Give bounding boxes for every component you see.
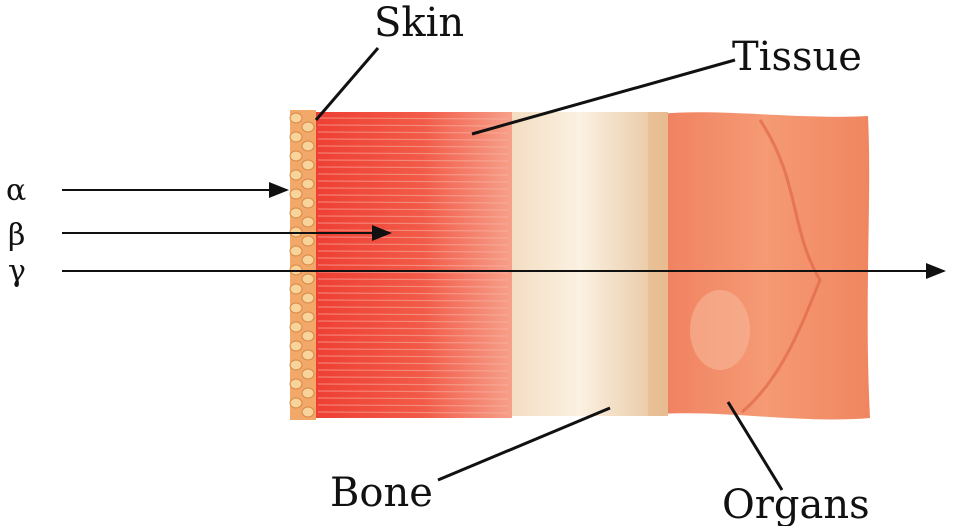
alpha-label: α (6, 173, 26, 208)
skin-leader-line (316, 48, 378, 120)
skin-label: Skin (374, 0, 464, 46)
beta-label: β (8, 218, 25, 253)
organs-layer (660, 112, 870, 419)
gamma-label: γ (8, 254, 26, 289)
skin-layer (290, 110, 316, 420)
organs-label: Organs (722, 482, 870, 526)
tissue-layer (312, 112, 512, 418)
bone-leader-line (438, 408, 610, 480)
bone-label: Bone (330, 470, 433, 516)
bone-layer (508, 112, 668, 416)
tissue-label: Tissue (732, 34, 862, 80)
